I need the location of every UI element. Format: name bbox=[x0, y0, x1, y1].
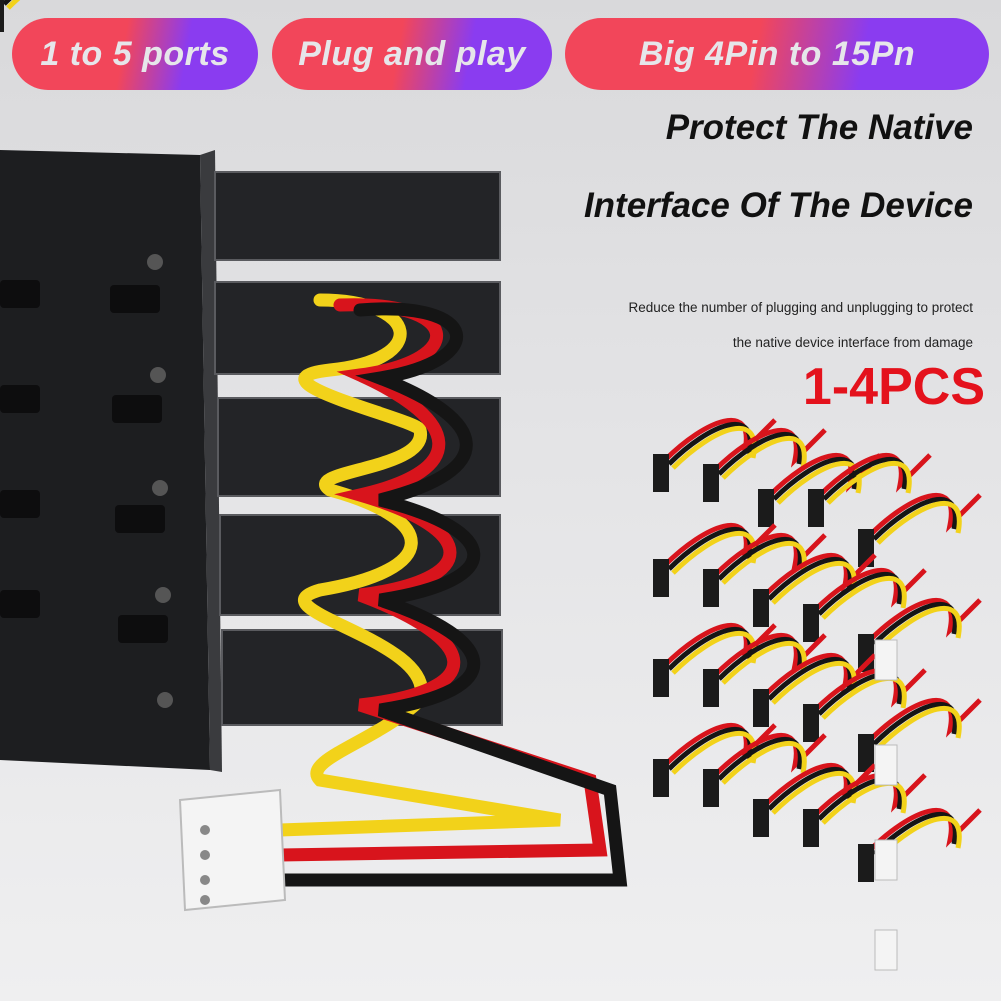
badge-ports: 1 to 5 ports bbox=[12, 18, 258, 90]
subtext-line-1: Reduce the number of plugging and unplug… bbox=[628, 300, 973, 315]
headline-line-1: Protect The Native bbox=[665, 108, 973, 147]
molex-connector bbox=[178, 788, 287, 912]
subtext-line-2: the native device interface from damage bbox=[732, 335, 973, 350]
headline-line-2: Interface Of The Device bbox=[583, 186, 973, 225]
quantity-label: 1-4PCS bbox=[802, 358, 985, 416]
badge-4pin-to-15pin: Big 4Pin to 15Pn bbox=[565, 18, 989, 90]
badge-plug-and-play: Plug and play bbox=[272, 18, 552, 90]
cable-set-grid bbox=[0, 0, 980, 971]
main-cable bbox=[273, 293, 628, 887]
